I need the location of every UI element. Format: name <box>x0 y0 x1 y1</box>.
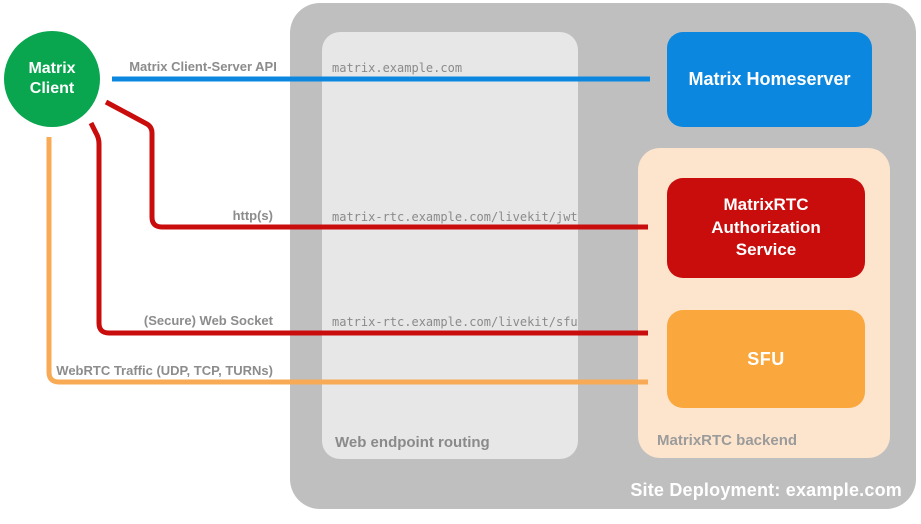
label-https: http(s) <box>232 208 273 223</box>
matrixrtc-authorization-service-node: MatrixRTC Authorization Service <box>667 178 865 278</box>
matrix-homeserver-node: Matrix Homeserver <box>667 32 872 127</box>
label-webrtc-traffic: WebRTC Traffic (UDP, TCP, TURNs) <box>56 363 273 378</box>
endpoint-url-matrix: matrix.example.com <box>332 61 463 75</box>
label-client-server-api: Matrix Client-Server API <box>129 59 277 74</box>
endpoint-url-livekit-jwt: matrix-rtc.example.com/livekit/jwt <box>332 210 578 224</box>
matrix-client-node: Matrix Client <box>4 31 100 127</box>
site-deployment-title: Site Deployment: example.com <box>630 480 902 500</box>
sfu-node: SFU <box>667 310 865 408</box>
web-endpoint-routing-panel: matrix.example.com matrix-rtc.example.co… <box>322 32 578 459</box>
matrixrtc-backend-title: MatrixRTC backend <box>657 432 798 449</box>
label-websocket: (Secure) Web Socket <box>143 313 273 328</box>
endpoint-url-livekit-sfu: matrix-rtc.example.com/livekit/sfu <box>332 315 578 329</box>
web-endpoint-routing-title: Web endpoint routing <box>335 434 490 451</box>
